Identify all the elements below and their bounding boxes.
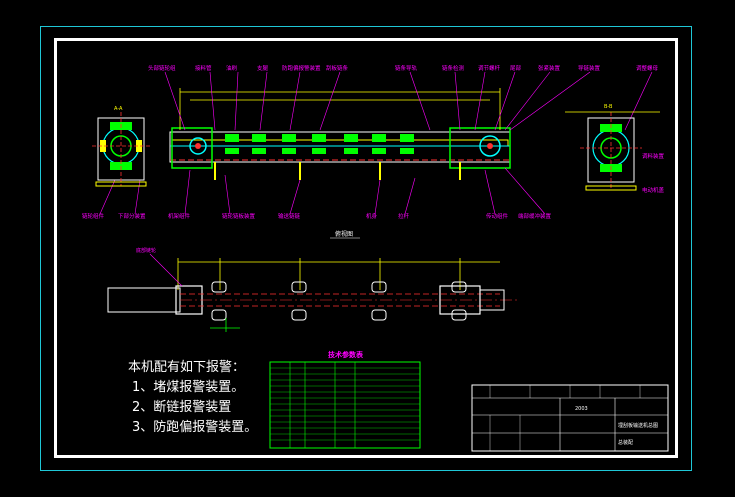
callout-label: 调整螺母	[636, 64, 659, 72]
drawing-name: 埋刮板输送机总图	[618, 422, 658, 429]
tech-table-title: 技术参数表	[328, 350, 364, 359]
tech-parameter-table	[269, 361, 421, 449]
callout-label: 支腿	[257, 64, 269, 72]
alarm-item: 1、堵煤报警装置。	[132, 380, 245, 395]
left-section-view	[92, 112, 150, 187]
callout-label: 链轮组件	[82, 212, 105, 220]
sheet-label: 总装配	[618, 439, 633, 446]
section-label-left: A-A	[114, 106, 123, 112]
callout-label: 输送链链	[278, 212, 301, 220]
callout-label: 调料装置	[642, 152, 665, 160]
alarm-notes: 本机配有如下报警： 1、堵煤报警装置。 2、断链报警装置 3、防跑偏报警装置。	[128, 358, 257, 438]
alarm-item: 3、防跑偏报警装置。	[132, 420, 258, 435]
callout-label: 机身	[366, 212, 378, 220]
callout-label: 尾部	[510, 64, 522, 72]
callout-label: 调节螺杆	[478, 64, 501, 72]
drawing-number: 2003	[575, 406, 588, 412]
callout-label: 防跑偏报警装置	[282, 64, 321, 72]
callout-label: 刮板链条	[326, 64, 349, 72]
callout-label: 链条检测	[442, 64, 465, 72]
main-elevation-view	[99, 71, 653, 215]
callout-label: 张紧装置	[538, 64, 561, 72]
callout-label: 接料管	[195, 64, 212, 72]
callout-label: 底部链轮	[136, 247, 156, 254]
callout-label: 导链装置	[578, 64, 601, 72]
outer-frame	[40, 26, 692, 471]
callout-label: 链轮链板装置	[222, 212, 256, 220]
callout-label: 机架组件	[168, 212, 191, 220]
callout-label: 下部分装置	[118, 212, 146, 220]
alarm-item: 2、断链报警装置	[132, 400, 232, 415]
callout-label: 拉杆	[398, 212, 410, 220]
callout-label: 传动组件	[486, 212, 509, 220]
top-callout-labels: 头部链轮组 接料管 油刷 支腿 防跑偏报警装置 刮板链条 链条导轨 链条检测 调…	[148, 64, 659, 72]
callout-label: 端部缓冲装置	[518, 212, 552, 220]
alarm-notes-title: 本机配有如下报警：	[128, 360, 246, 375]
callout-label: 链条导轨	[395, 64, 418, 72]
section-label-right: B-B	[604, 104, 613, 110]
right-section-view	[565, 111, 660, 191]
plan-view	[107, 258, 520, 332]
callout-label: 电动机盖	[642, 186, 665, 194]
drawing-sheet	[54, 38, 678, 458]
title-block	[471, 384, 669, 452]
bottom-callout-labels: 链轮组件 下部分装置 机架组件 链轮链板装置 输送链链 机身 拉杆 传动组件 端…	[82, 212, 552, 220]
callout-label: 头部链轮组	[148, 64, 176, 72]
plan-view-label: 俯视图	[335, 230, 353, 238]
callout-label: 油刷	[226, 64, 238, 72]
